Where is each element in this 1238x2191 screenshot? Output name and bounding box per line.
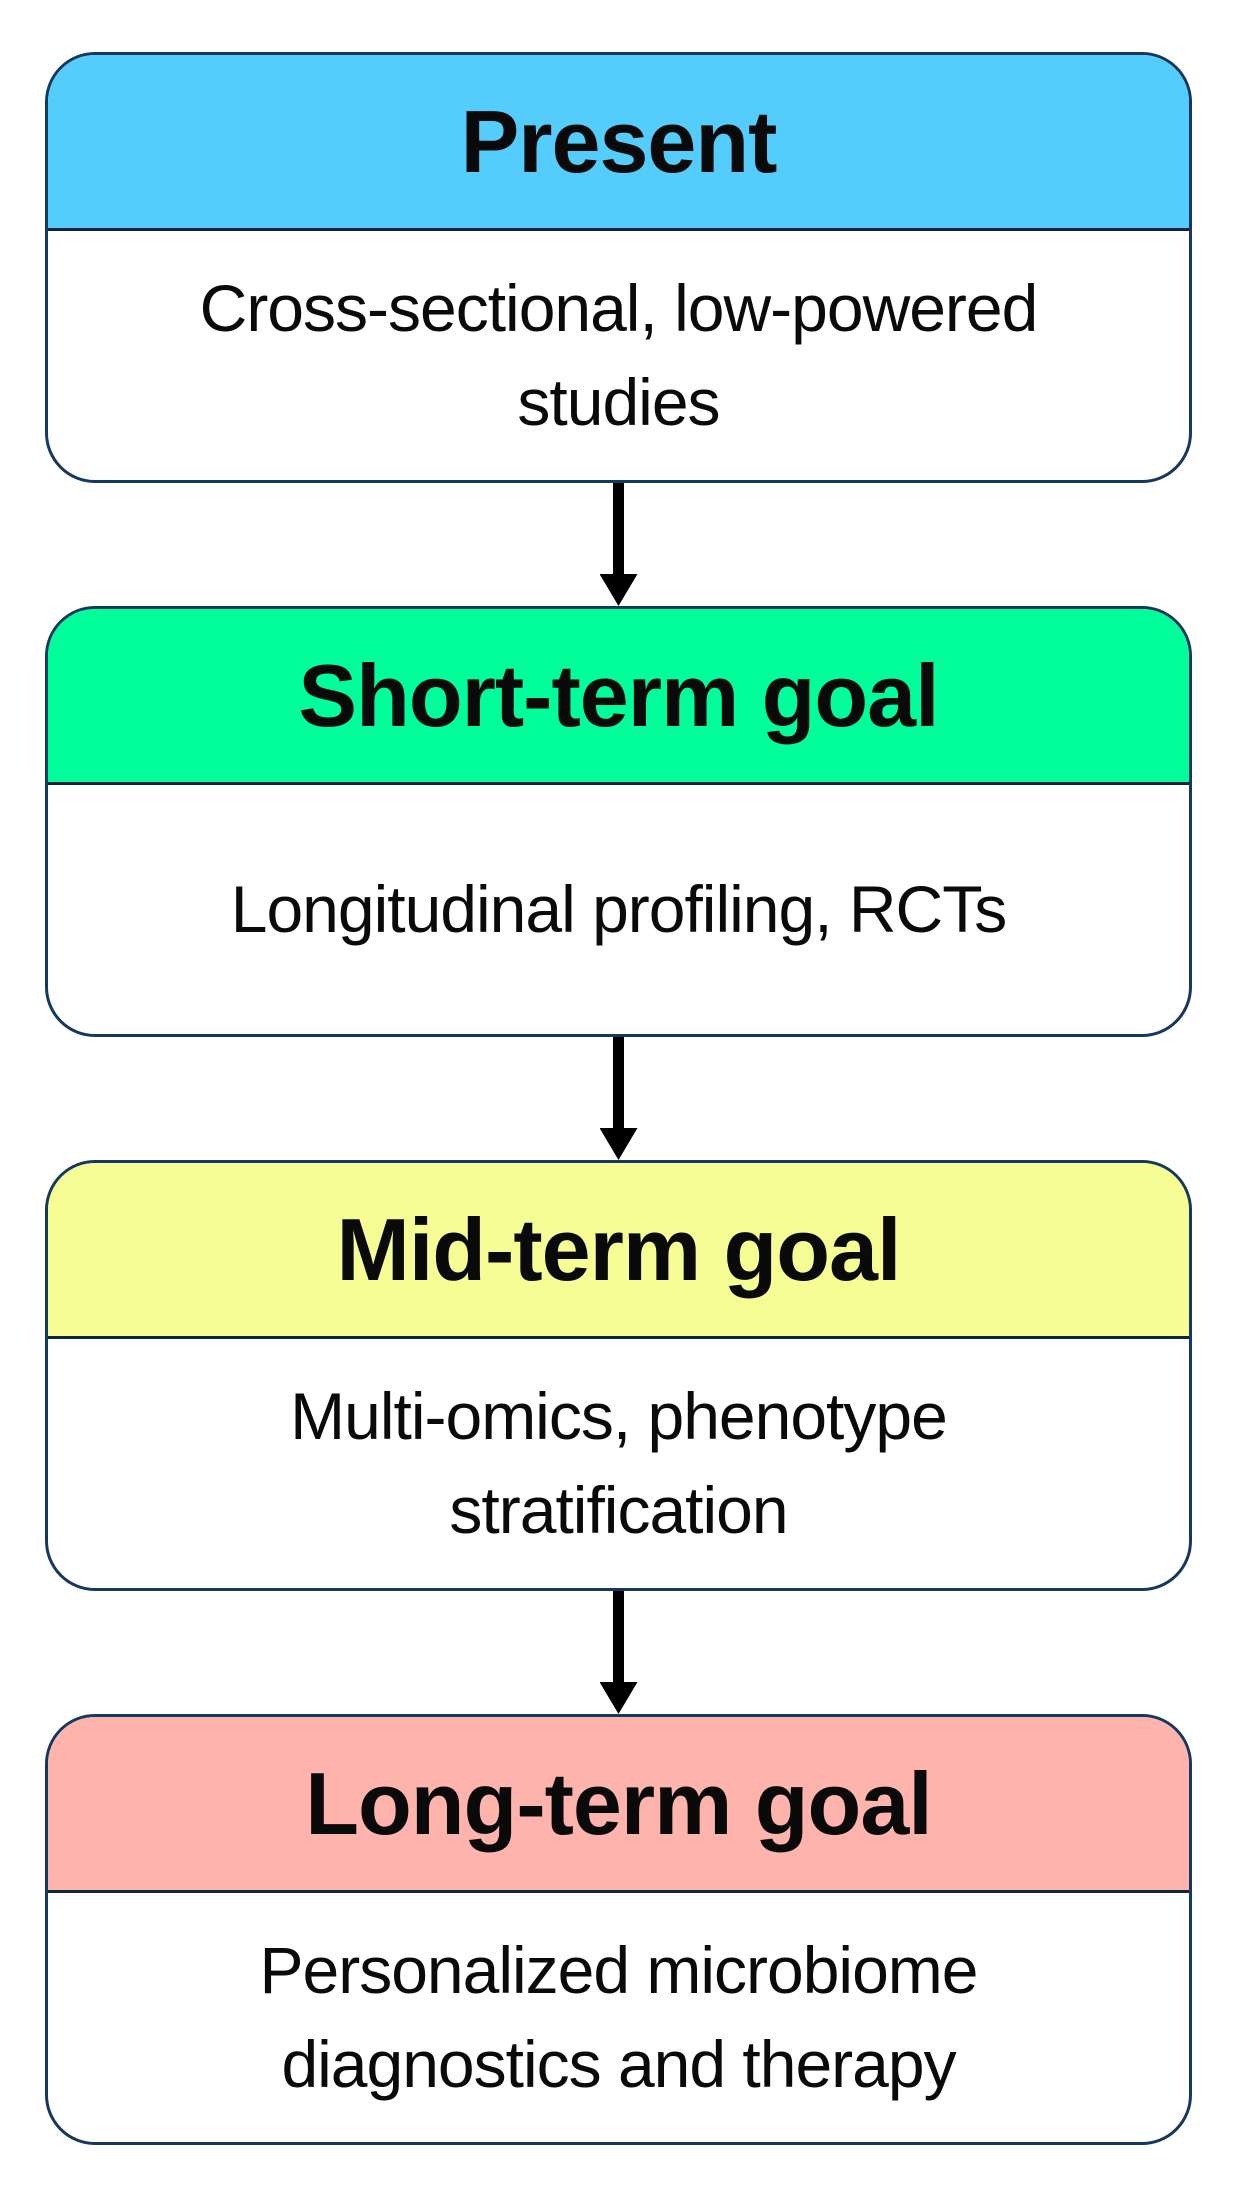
arrow-head-icon [599,1682,638,1714]
down-arrow-connector-2 [45,1037,1192,1160]
arrow-shaft [613,1591,624,1682]
node-body-short-term-goal: Longitudinal profiling, RCTs [230,871,1007,946]
down-arrow-connector-3 [45,1591,1192,1714]
node-body-mid-term-goal: Multi-omics, phenotype stratification [290,1378,948,1547]
node-body-long-term-goal: Personalized microbiome diagnostics and … [259,1932,979,2101]
node-title: Short-term goal [298,645,939,745]
flow-node-short-term-goal: Short-term goal Longitudinal profiling, … [45,606,1192,1037]
flow-node-long-term-goal: Long-term goal Personalized microbiome d… [45,1714,1192,2145]
arrow-shaft [613,1037,624,1128]
down-arrow-connector-1 [45,483,1192,606]
roadmap-diagram: Present Cross-sectional, low-powered stu… [45,52,1192,2145]
flow-node-mid-term-goal: Mid-term goal Multi-omics, phenotype str… [45,1160,1192,1591]
node-header-present: Present [48,55,1189,231]
node-title: Present [460,91,778,191]
node-title: Long-term goal [305,1753,932,1853]
arrow-head-icon [599,1128,638,1160]
node-header-long-term-goal: Long-term goal [48,1717,1189,1893]
node-body-present: Cross-sectional, low-powered studies [199,270,1039,439]
flow-node-present: Present Cross-sectional, low-powered stu… [45,52,1192,483]
node-header-mid-term-goal: Mid-term goal [48,1163,1189,1339]
node-header-short-term-goal: Short-term goal [48,609,1189,785]
node-title: Mid-term goal [336,1199,902,1299]
arrow-shaft [613,483,624,574]
arrow-head-icon [599,574,638,606]
